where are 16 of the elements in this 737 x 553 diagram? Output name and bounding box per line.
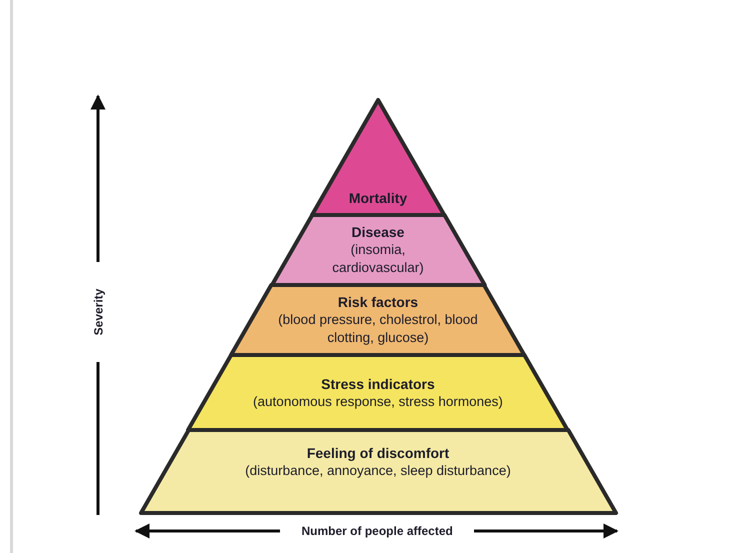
axis-label: Number of people affected — [302, 524, 453, 538]
tier-title: Disease — [352, 223, 404, 241]
tier-description: (autonomous response, stress hormones) — [253, 392, 503, 410]
pyramid-tier — [231, 285, 525, 355]
tier-description: (insomia, cardiovascular) — [331, 241, 425, 277]
pyramid-tier — [140, 430, 616, 513]
pyramid-tier — [272, 215, 484, 285]
tier-title: Stress indicators — [321, 374, 435, 392]
axis-label: Severity — [90, 288, 105, 336]
tier-title: Feeling of discomfort — [306, 444, 450, 462]
tier-description: (disturbance, annoyance, sleep disturbance) — [245, 462, 511, 480]
pyramid-tier — [188, 355, 568, 430]
tier-title: Mortality — [348, 189, 408, 207]
pyramid-tier — [312, 100, 444, 215]
tier-title: Risk factors — [338, 293, 418, 311]
tier-description: (blood pressure, cholestrol, blood clotting, glucose) — [277, 311, 479, 347]
